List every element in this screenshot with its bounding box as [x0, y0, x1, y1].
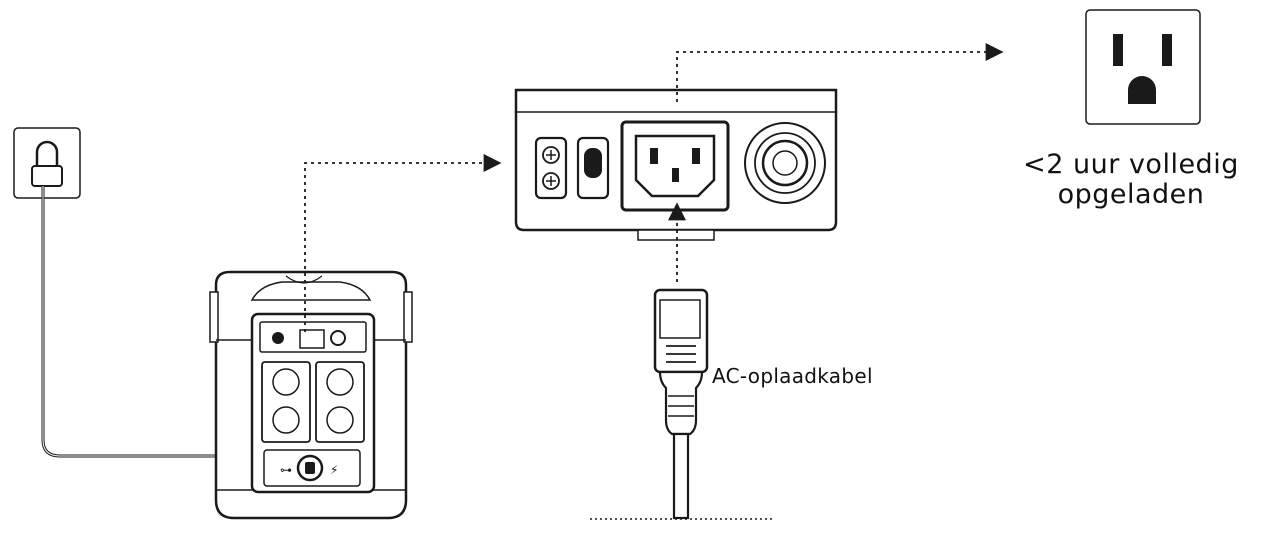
svg-text:⚡: ⚡: [330, 463, 338, 477]
us-outlet-icon: [1085, 9, 1201, 125]
connection-arrow-to-outlet: [676, 43, 1004, 102]
charge-time-label: <2 uur volledig opgeladen: [1000, 150, 1262, 210]
svg-text:⊶: ⊶: [280, 463, 292, 477]
cable-label: AC-oplaadkabel: [712, 364, 873, 388]
power-station: ⊶ ⚡: [209, 270, 413, 520]
connection-arrow-to-box: [304, 154, 502, 332]
charge-time-line2: opgeladen: [1057, 179, 1205, 210]
ac-input-panel: [514, 88, 838, 241]
ac-charging-cable: [653, 288, 709, 520]
wall-plug-icon: [13, 127, 81, 199]
charge-time-line1: <2 uur volledig: [1023, 149, 1239, 180]
